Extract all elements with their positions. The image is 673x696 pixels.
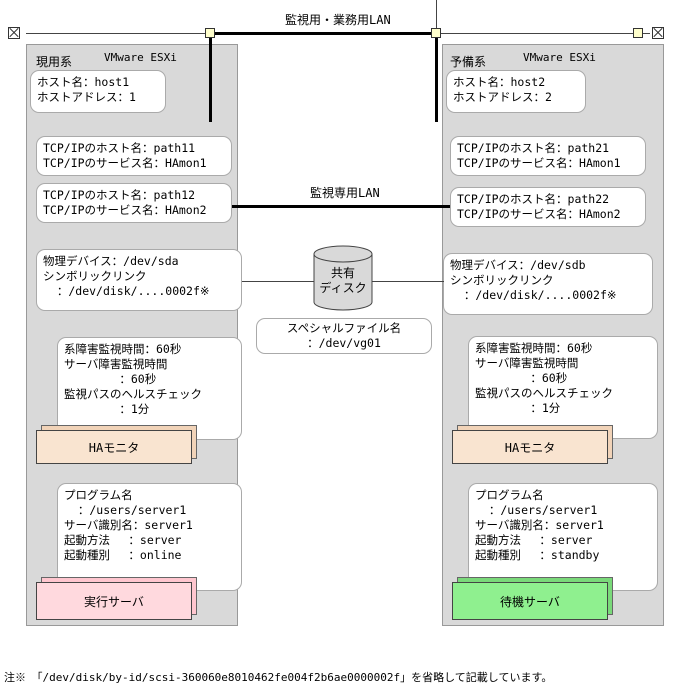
active-host-box: ホスト名：host1 ホストアドレス：1 [30,70,166,113]
dedicated-lan-label: 監視専用LAN [310,186,380,200]
active-path2-box: TCP/IPのホスト名：path12 TCP/IPのサービス名：HAmon2 [36,183,232,223]
active-program-box: プログラム名 ：/users/server1 サーバ識別名：server1 起動… [57,483,242,591]
standby-device-box: 物理デバイス：/dev/sdb シンボリックリンク ：/dev/disk/...… [443,253,653,315]
disk-link-right [372,281,444,282]
standby-server: 待機サーバ [452,582,608,620]
uplink-line [436,0,437,28]
standby-host-box: ホスト名：host2 ホストアドレス：2 [446,70,586,113]
shared-disk-label: 共有 ディスク [319,266,367,295]
standby-program-box: プログラム名 ：/users/server1 サーバ識別名：server1 起動… [468,483,658,591]
special-file-box: スペシャルファイル名 ：/dev/vg01 [256,318,432,354]
active-server: 実行サーバ [36,582,192,620]
standby-monitor-box: 系障害監視時間：60秒 サーバ障害監視時間 ：60秒 監視パスのヘルスチェック … [468,336,658,439]
shared-disk-icon [313,245,373,311]
standby-path1-box: TCP/IPのホスト名：path21 TCP/IPのサービス名：HAmon1 [450,136,646,176]
active-lan-drop [209,38,212,122]
standby-esxi: VMware ESXi [523,51,596,64]
lan-end-right-icon [652,27,664,39]
active-monitor-box: 系障害監視時間：60秒 サーバ障害監視時間 ：60秒 監視パスのヘルスチェック … [57,337,242,440]
standby-hamonitor: HAモニタ [452,430,608,464]
active-hamonitor: HAモニタ [36,430,192,464]
disk-link-left [242,281,314,282]
footnote: 注※ 「/dev/disk/by-id/scsi-360060e8010462f… [4,671,553,684]
lan-end-left-icon [8,27,20,39]
lan-node [633,28,643,38]
active-device-box: 物理デバイス：/dev/sda シンボリックリンク ：/dev/disk/...… [36,249,242,311]
lan-line-bold [210,32,434,35]
active-title: 現用系 [36,55,73,69]
standby-lan-drop [435,38,438,122]
standby-title: 予備系 [450,55,487,69]
lan-node [205,28,215,38]
dedicated-lan-line [232,205,450,208]
top-lan-label: 監視用・業務用LAN [285,13,391,27]
standby-path2-box: TCP/IPのホスト名：path22 TCP/IPのサービス名：HAmon2 [450,187,646,227]
lan-node [431,28,441,38]
active-path1-box: TCP/IPのホスト名：path11 TCP/IPのサービス名：HAmon1 [36,136,232,176]
active-esxi: VMware ESXi [104,51,177,64]
